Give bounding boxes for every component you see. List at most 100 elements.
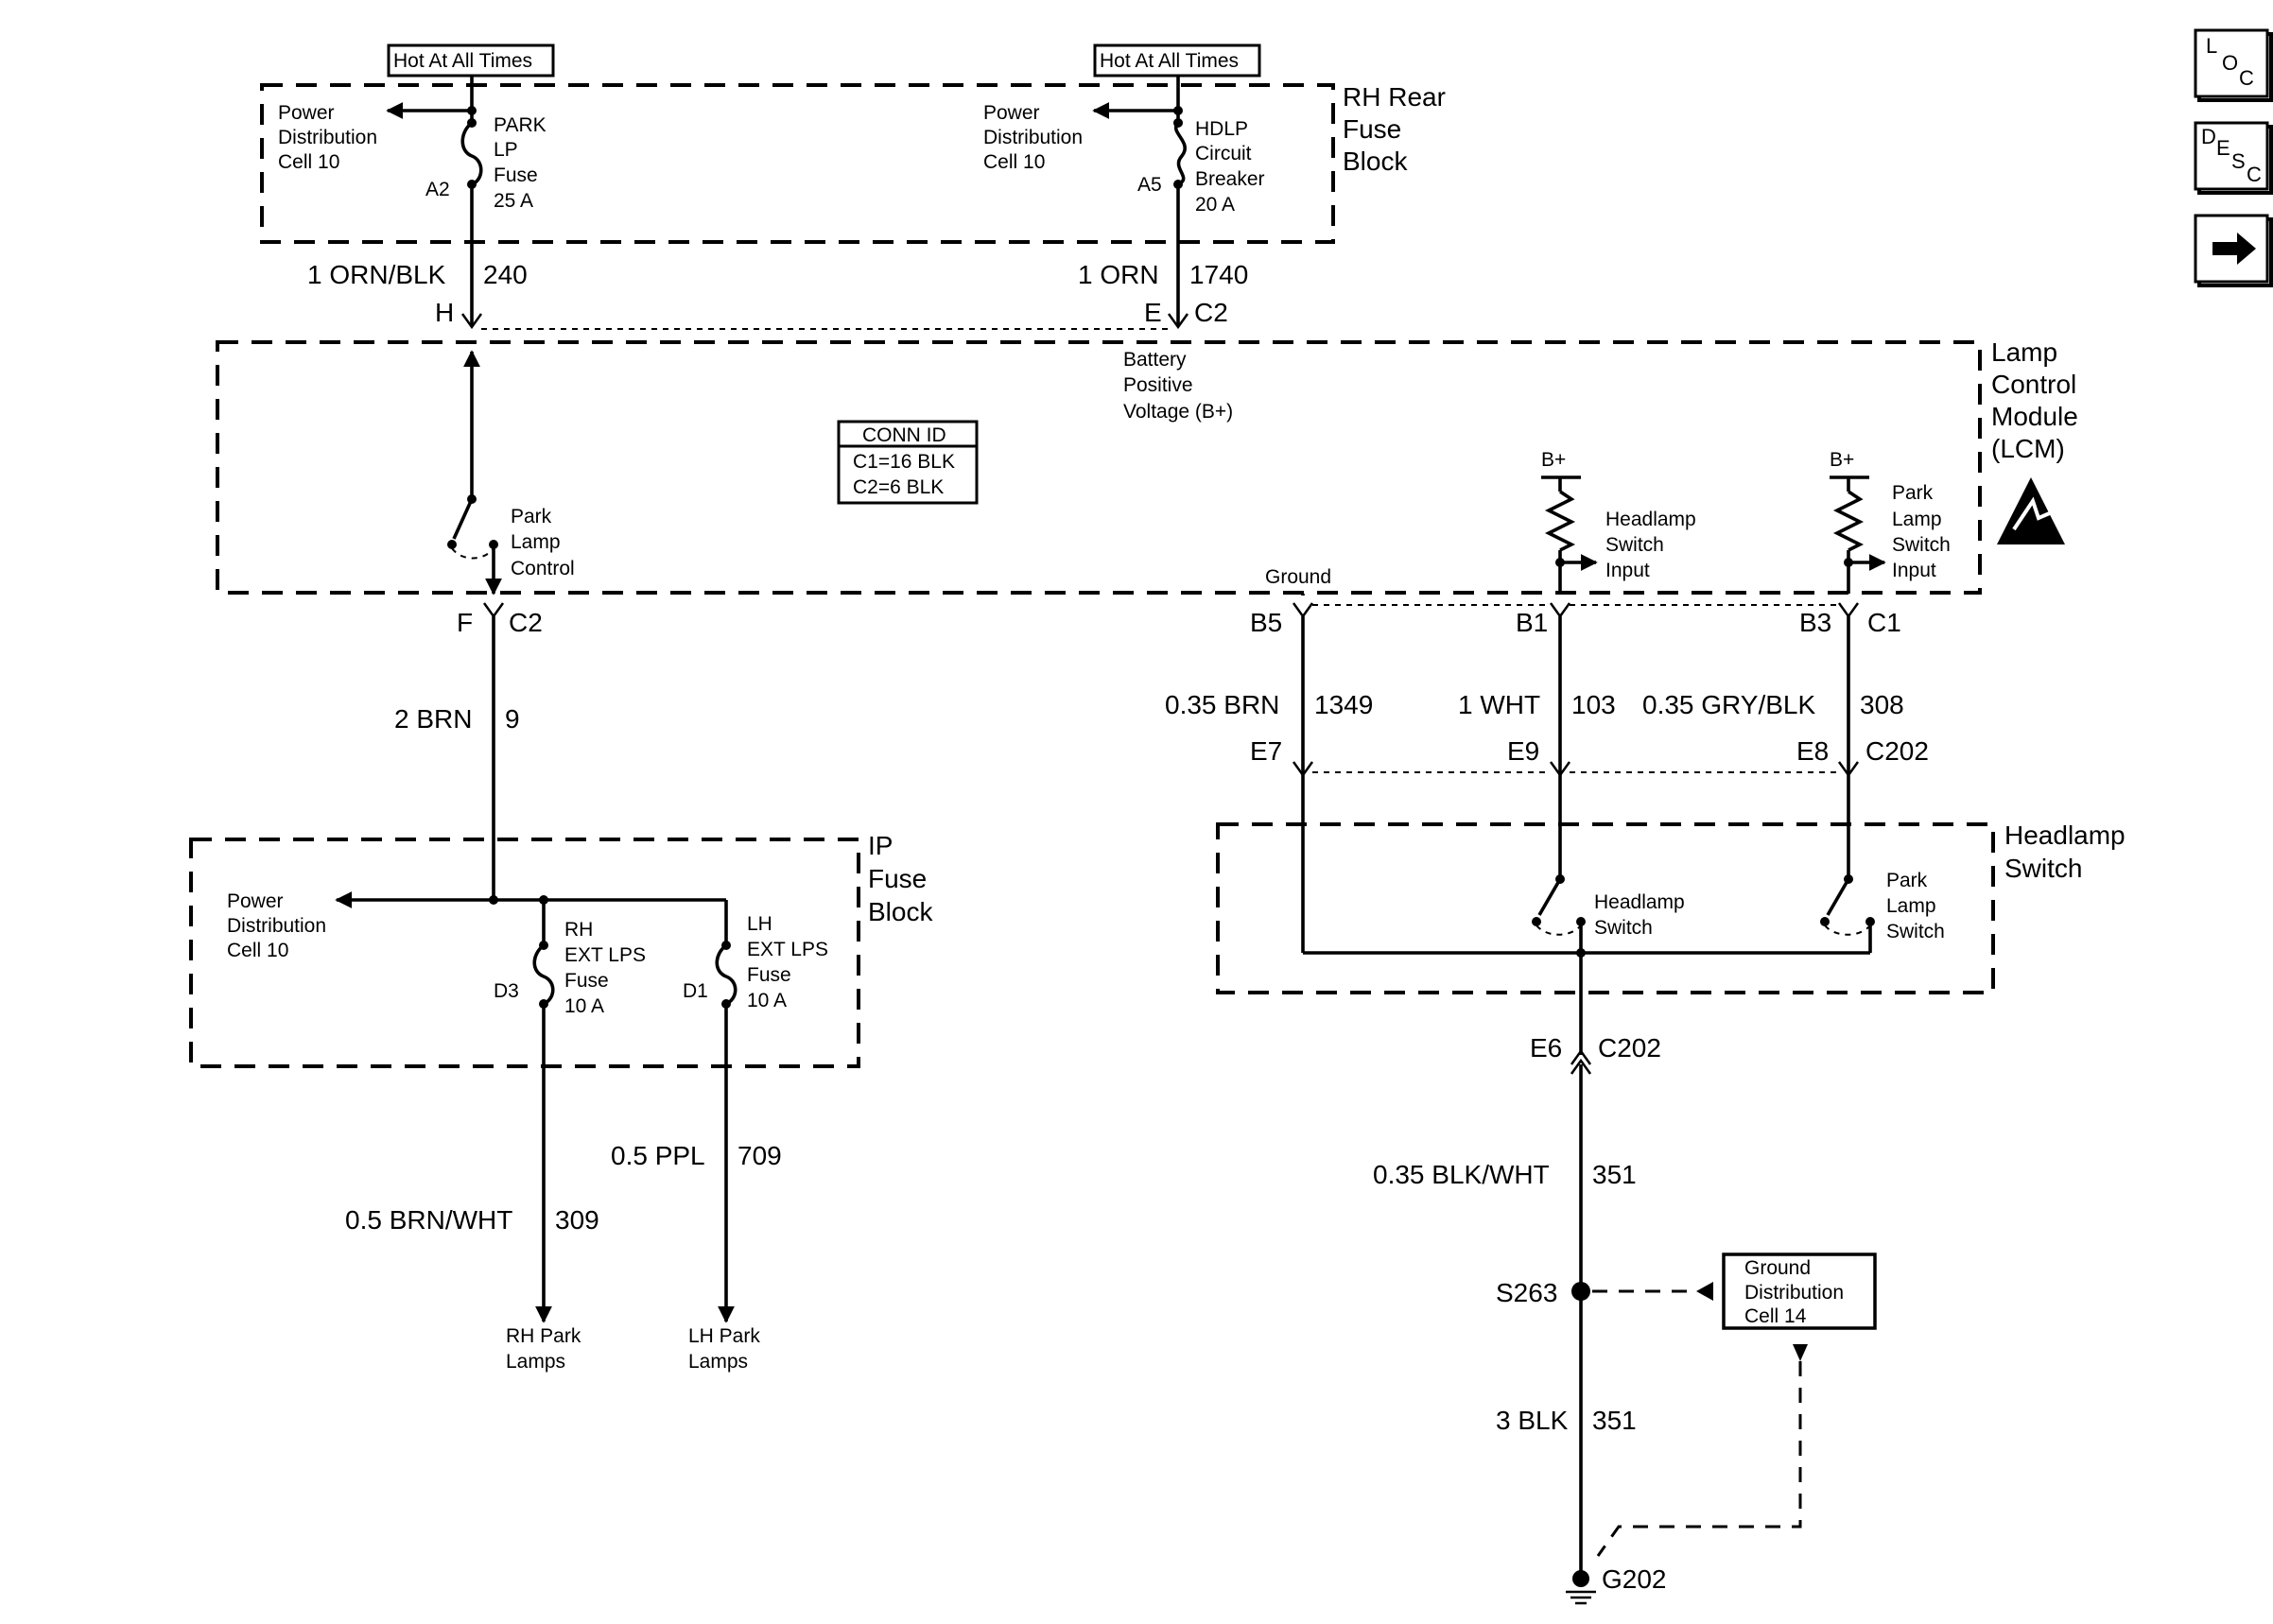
rh-ext-lps-fuse-icon — [532, 943, 555, 1006]
battery-positive-label-3: Voltage (B+) — [1123, 401, 1233, 423]
park-lamp-switch-input-label-1: Park — [1892, 482, 1934, 504]
rh-rear-fuse-block-title-1: RH Rear — [1343, 82, 1446, 112]
battery-positive-label-2: Positive — [1123, 374, 1193, 396]
wire-240-color: 1 ORN/BLK — [307, 260, 446, 289]
lcm-pin-f: F — [457, 608, 473, 637]
hdlp-breaker-label-4: 20 A — [1195, 194, 1235, 216]
b-plus-1: B+ — [1541, 449, 1566, 471]
wire-1349-number: 1349 — [1314, 690, 1373, 719]
wire-1740-number: 1740 — [1189, 260, 1248, 289]
loc-letter-c: C — [2239, 66, 2254, 90]
loc-button[interactable]: L O C — [2194, 28, 2273, 102]
c202-pin-e7: E7 — [1250, 736, 1282, 766]
wire-1349-color: 0.35 BRN — [1165, 690, 1279, 719]
ground-distribution-label-1: Ground — [1744, 1257, 1811, 1279]
lh-ext-lps-fuse-label-3: Fuse — [747, 964, 791, 986]
wire-240-number: 240 — [483, 260, 528, 289]
park-lamp-switch-input-label-4: Input — [1892, 560, 1936, 581]
lh-park-lamps-label-1: LH Park — [688, 1325, 760, 1347]
headlamp-switch-component: Headlamp Switch Headlamp Switch Park Lam… — [1216, 775, 2126, 1055]
lh-ext-lps-fuse-label-1: LH — [747, 913, 772, 935]
lcm-conn-c2-bottom: C2 — [509, 608, 543, 637]
lh-park-lamps-label-2: Lamps — [688, 1351, 748, 1373]
lcm-conn-c2-top: C2 — [1194, 298, 1228, 327]
conn-id-box: CONN ID C1=16 BLK C2=6 BLK — [837, 420, 979, 505]
next-button[interactable] — [2194, 214, 2273, 287]
wire-9-color: 2 BRN — [394, 704, 472, 734]
hot-at-all-times-label-left: Hot At All Times — [393, 50, 532, 72]
lh-ext-lps-fuse-label-2: EXT LPS — [747, 939, 828, 960]
lcm-title-4: (LCM) — [1991, 434, 2065, 463]
power-distribution-label-left-2: Distribution — [278, 127, 377, 148]
lcm-pin-b5: B5 — [1250, 608, 1282, 637]
rh-ext-lps-fuse-label-3: Fuse — [564, 970, 609, 992]
park-lamp-switch-label-1: Park — [1886, 870, 1928, 891]
park-lp-fuse-icon — [460, 121, 483, 186]
power-distribution-label-right-1: Power — [983, 102, 1040, 124]
wire-309-number: 309 — [555, 1205, 599, 1235]
park-lamp-control-label-3: Control — [511, 558, 575, 579]
splice-s263-label: S263 — [1496, 1278, 1557, 1307]
lcm-conn-c1: C1 — [1867, 608, 1901, 637]
pin-a2: A2 — [425, 179, 450, 200]
wire-309-color: 0.5 BRN/WHT — [345, 1205, 512, 1235]
b-plus-2: B+ — [1830, 449, 1854, 471]
resistor-icon-1 — [1544, 490, 1576, 552]
lcm-pin-e: E — [1144, 298, 1162, 327]
rh-ext-lps-fuse-label-2: EXT LPS — [564, 944, 646, 966]
rh-rear-fuse-block: RH Rear Fuse Block Hot At All Times Hot … — [260, 43, 1446, 326]
wire-9-number: 9 — [505, 704, 520, 734]
headlamp-switch-input-label-2: Switch — [1605, 534, 1664, 556]
rh-ext-lps-fuse-label-1: RH — [564, 919, 593, 941]
headlamp-switch-title-1: Headlamp — [2004, 821, 2126, 850]
splice-s263-dot — [1571, 1282, 1590, 1301]
desc-letter-d: D — [2201, 125, 2216, 148]
ip-power-distribution-label-1: Power — [227, 890, 284, 912]
wire-308-color: 0.35 GRY/BLK — [1642, 690, 1815, 719]
arrow-right-icon — [2212, 233, 2256, 265]
lcm-title-3: Module — [1991, 402, 2078, 431]
desc-button[interactable]: D E S C — [2194, 121, 2273, 195]
lcm-pin-b3: B3 — [1799, 608, 1831, 637]
ground-distribution-label-2: Distribution — [1744, 1282, 1844, 1304]
ip-power-distribution-label-3: Cell 10 — [227, 940, 288, 961]
rh-rear-fuse-block-title-2: Fuse — [1343, 114, 1401, 144]
wire-351b-color: 3 BLK — [1496, 1406, 1569, 1435]
c202-conn-label-top: C202 — [1865, 736, 1929, 766]
park-lamp-switch-label-3: Switch — [1886, 921, 1945, 942]
c202-conn-label-bottom: C202 — [1598, 1033, 1661, 1063]
power-distribution-label-left-3: Cell 10 — [278, 151, 339, 173]
c202-pin-e9: E9 — [1507, 736, 1539, 766]
park-lamp-control-label-1: Park — [511, 506, 552, 527]
hdlp-breaker-label-3: Breaker — [1195, 168, 1265, 190]
wire-709-number: 709 — [737, 1141, 782, 1170]
power-distribution-label-right-2: Distribution — [983, 127, 1083, 148]
headlamp-switch-label-2: Switch — [1594, 917, 1653, 939]
ip-fuse-block-title-2: Fuse — [868, 864, 927, 893]
lamp-control-module: Lamp Control Module (LCM) Battery Positi… — [216, 337, 2078, 596]
park-lamp-control-label-2: Lamp — [511, 531, 561, 553]
resistor-icon-2 — [1832, 490, 1865, 552]
pin-a5: A5 — [1137, 174, 1162, 196]
ground-distribution-label-3: Cell 14 — [1744, 1305, 1807, 1327]
power-distribution-label-right-3: Cell 10 — [983, 151, 1045, 173]
ground-label: Ground — [1265, 566, 1331, 588]
wire-103-color: 1 WHT — [1458, 690, 1540, 719]
wire-351a-color: 0.35 BLK/WHT — [1373, 1160, 1550, 1189]
headlamp-switch-input-label-3: Input — [1605, 560, 1650, 581]
park-lp-fuse-label-4: 25 A — [494, 190, 533, 212]
lcm-title-1: Lamp — [1991, 337, 2057, 367]
rh-rear-fuse-block-title-3: Block — [1343, 147, 1408, 176]
ip-fuse-block-title-3: Block — [868, 897, 933, 926]
rh-park-lamps-label-2: Lamps — [506, 1351, 565, 1373]
lcm-title-2: Control — [1991, 370, 2076, 399]
loc-letter-l: L — [2206, 34, 2217, 58]
hdlp-circuit-breaker-icon — [1173, 121, 1187, 186]
rh-ext-lps-fuse-label-4: 10 A — [564, 995, 604, 1017]
park-lamp-switch-input-label-3: Switch — [1892, 534, 1951, 556]
headlamp-switch-input-label-1: Headlamp — [1605, 509, 1696, 530]
park-lp-fuse-label-2: LP — [494, 139, 518, 161]
c202-pin-e6: E6 — [1530, 1033, 1562, 1063]
desc-letter-c: C — [2247, 163, 2262, 186]
